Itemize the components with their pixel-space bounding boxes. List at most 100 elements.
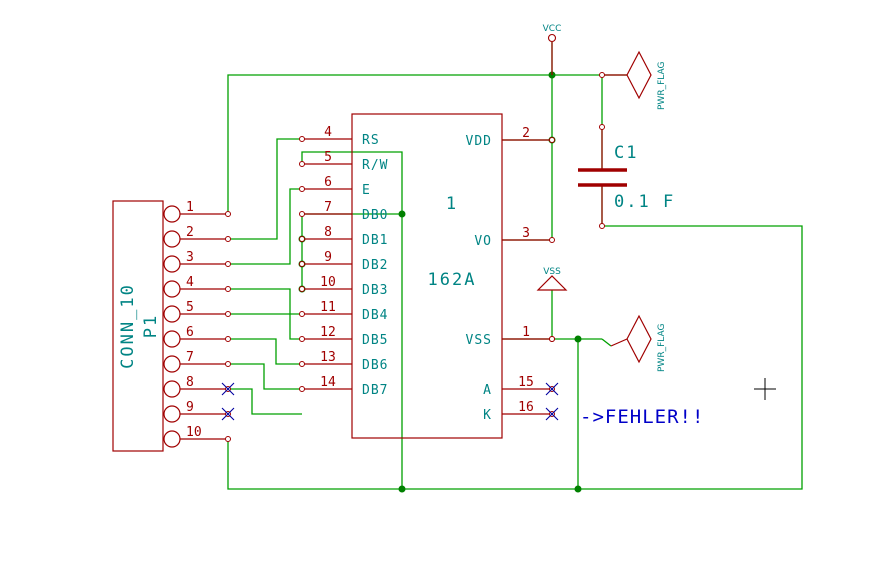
wire-rs: [228, 138, 302, 240]
pin-end: [225, 286, 231, 292]
vcc-circle-icon: [547, 33, 557, 43]
error-annotation: ->FEHLER!!: [580, 406, 704, 428]
pin-end: [299, 286, 305, 292]
lcd-reference: 1: [446, 194, 458, 214]
wire-db3: [228, 288, 302, 315]
lcd-pin-number: 4: [324, 125, 332, 140]
pin-end: [225, 336, 231, 342]
pin-end: [299, 136, 305, 142]
capacitor-c1[interactable]: C1 0.1 F: [578, 124, 675, 229]
connector-pin-number: 5: [186, 300, 194, 315]
pwr-flag-bottom[interactable]: PWR_FLAG: [610, 314, 667, 372]
pin-end: [299, 186, 305, 192]
connector-value: CONN_10: [118, 283, 138, 369]
pin-end: [549, 336, 555, 342]
wire-gnd-rail: [227, 185, 803, 490]
pin-circle-icon: [163, 205, 181, 223]
connector-pin: 9: [163, 400, 231, 423]
pin-circle-icon: [163, 305, 181, 323]
lcd-pin-name: DB7: [362, 383, 388, 398]
lcd-value: 162A: [428, 270, 477, 290]
pin-end: [549, 237, 555, 243]
junction: [574, 485, 582, 493]
no-connect-icon: [221, 382, 235, 396]
vcc-symbol[interactable]: VCC: [543, 24, 562, 75]
pin-circle-icon: [163, 405, 181, 423]
lcd-pin-number: 10: [320, 275, 336, 290]
pin-circle-icon: [163, 355, 181, 373]
cap-reference: C1: [614, 143, 638, 163]
vss-symbol[interactable]: VSS: [536, 267, 568, 291]
lcd-pin: 5R/W: [299, 150, 388, 173]
lcd-body: [351, 113, 503, 439]
lcd-pin-name: VSS: [466, 333, 492, 348]
connector-pin-number: 2: [186, 225, 194, 240]
lcd-pin-number: 1: [522, 325, 530, 340]
pwr-flag-diamond-icon: [626, 314, 652, 364]
wire-vcc-vertical: [502, 42, 553, 241]
wire-db4: [228, 313, 302, 340]
pin-end: [299, 311, 305, 317]
lcd-pin-number: 2: [522, 126, 530, 141]
pin-circle-icon: [163, 255, 181, 273]
pin-end: [225, 311, 231, 317]
pwr-flag-label: PWR_FLAG: [657, 62, 667, 110]
flag-lead: [610, 338, 628, 347]
connector-pin: 7: [163, 350, 231, 373]
lcd-pin-name: A: [483, 383, 492, 398]
connector-pin-number: 3: [186, 250, 194, 265]
connector-pin-number: 4: [186, 275, 194, 290]
wire-db6: [228, 363, 302, 390]
connector-body: [112, 200, 164, 452]
lcd-pin: 6E: [299, 175, 370, 198]
lcd-pin-number: 13: [320, 350, 336, 365]
pin-circle-icon: [163, 430, 181, 448]
connector-pin-number: 9: [186, 400, 194, 415]
lcd-pin-name: R/W: [362, 158, 388, 173]
cap-value: 0.1 F: [614, 192, 675, 212]
connector-pin: 8: [163, 375, 231, 398]
lcd-pin-number: 11: [320, 300, 336, 315]
lcd-pin-name: DB1: [362, 233, 388, 248]
pwr-flag-diamond-icon: [626, 50, 652, 100]
connector-pin: 1: [163, 200, 231, 223]
crosshair-cursor-icon: [754, 378, 776, 400]
lcd-pin-name: DB4: [362, 308, 388, 323]
lcd-pin-name: VDD: [466, 134, 492, 149]
pwr-flag-label: PWR_FLAG: [657, 324, 667, 372]
pin-circle-icon: [163, 330, 181, 348]
pin-end: [299, 386, 305, 392]
connector-reference: P1: [141, 314, 161, 338]
lcd-pin-name: DB2: [362, 258, 388, 273]
lcd-162a[interactable]: 1 162A 4RS5R/W6E7DB08DB19DB210DB311DB412…: [299, 113, 555, 439]
connector-pin-number: 8: [186, 375, 194, 390]
lcd-left-pins: 4RS5R/W6E7DB08DB19DB210DB311DB412DB513DB…: [299, 125, 388, 398]
wires: [227, 42, 803, 490]
lcd-pin-number: 16: [518, 400, 534, 415]
wire-e: [228, 188, 302, 265]
junction: [574, 335, 582, 343]
lcd-pin-name: VO: [474, 234, 492, 249]
connector-pin-number: 6: [186, 325, 194, 340]
pwr-flag-top[interactable]: PWR_FLAG: [602, 50, 667, 110]
wire-vcc-rail: [227, 74, 627, 214]
connector-pin: 2: [163, 225, 231, 248]
connector-pin-number: 1: [186, 200, 194, 215]
lcd-pin-name: DB5: [362, 333, 388, 348]
pin-circle-icon: [163, 230, 181, 248]
lcd-pin: 3VO: [474, 226, 555, 249]
pin-end: [225, 236, 231, 242]
lcd-pin-name: DB3: [362, 283, 388, 298]
no-connect-icon: [221, 407, 235, 421]
